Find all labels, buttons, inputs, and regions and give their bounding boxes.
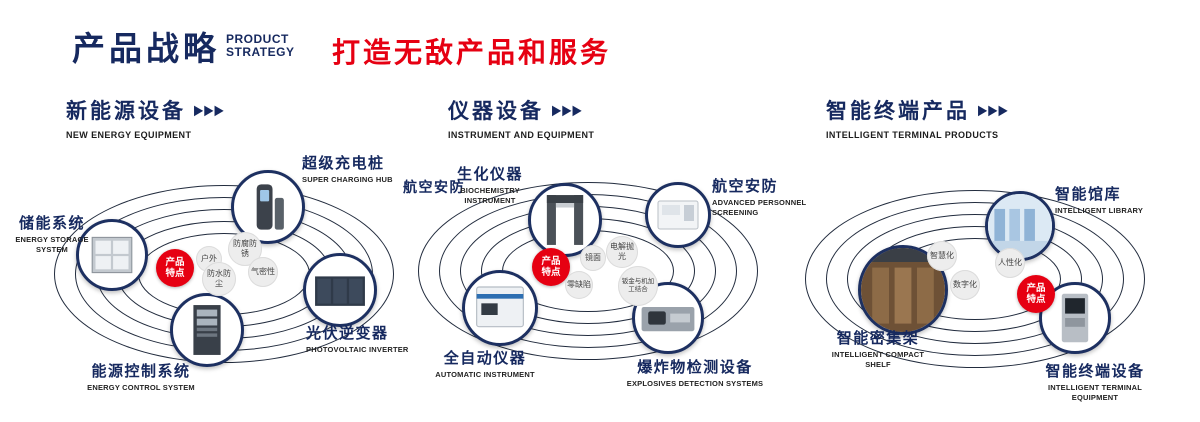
section-title: 仪器设备 <box>448 100 544 123</box>
section-title: 新能源设备 <box>66 100 186 123</box>
product-features-badge: 产品特点 <box>532 248 570 286</box>
product-name: 爆炸物检测设备 <box>637 359 753 376</box>
product-name-en: AUTOMATIC INSTRUMENT <box>435 370 535 379</box>
orbit-ring <box>847 214 1103 344</box>
feature-label: 零缺陷 <box>567 280 591 290</box>
feature-label: 防腐防锈 <box>233 239 257 258</box>
feature-label: 户外 <box>200 254 217 264</box>
energy-storage-photo <box>91 236 133 274</box>
product-circle-super-charging-hub <box>231 170 305 244</box>
product-name: 全自动仪器 <box>443 350 527 367</box>
slogan: 打造无敌产品和服务 <box>332 37 612 68</box>
product-name-en: ENERGY CONTROL SYSTEM <box>87 383 195 392</box>
section-subtitle: NEW ENERGY EQUIPMENT <box>66 130 192 140</box>
feature-label: 智慧化 <box>930 251 954 261</box>
feature-bubble: 防水防尘 <box>202 262 236 296</box>
product-label-super-charging-hub: 超级充电桩 SUPER CHARGING HUB <box>302 152 412 185</box>
product-name: 智能密集架 <box>836 330 920 347</box>
product-circle-energy-storage <box>76 219 148 291</box>
product-label-energy-storage: 储能系统 ENERGY STORAGE SYSTEM <box>8 212 96 255</box>
orbit-ring <box>418 182 758 360</box>
feature-bubble: 气密性 <box>248 257 278 287</box>
product-label-biochemistry-instrument: 生化仪器 BIOCHEMISTRY INSTRUMENT <box>452 163 528 206</box>
photovoltaic-inverter-photo <box>315 276 365 306</box>
product-circle-personnel-screening <box>645 182 711 248</box>
feature-bubble: 镜面 <box>580 245 606 271</box>
badge-label: 产品特点 <box>1026 282 1046 305</box>
screening-machine-photo <box>657 200 699 230</box>
product-label-intelligent-terminal-equipment: 智能终端设备 INTELLIGENT TERMINAL EQUIPMENT <box>1025 360 1165 403</box>
badge-label: 产品特点 <box>541 255 561 278</box>
product-name-en: EXPLOSIVES DETECTION SYSTEMS <box>626 379 764 388</box>
automatic-instrument-photo <box>476 286 524 328</box>
energy-control-system-photo <box>193 305 221 355</box>
feature-label: 钣金与机加工结合 <box>621 278 655 293</box>
page-title: 产品战略 <box>72 30 220 67</box>
product-label-intelligent-compact-shelf: 智能密集架 INTELLIGENT COMPACT SHELF <box>828 327 928 370</box>
product-features-badge: 产品特点 <box>1017 275 1055 313</box>
feature-label: 电解抛光 <box>609 242 634 261</box>
product-name: 智能馆库 <box>1055 186 1122 203</box>
feature-bubble: 零缺陷 <box>565 271 593 299</box>
product-circle-automatic-instrument <box>462 270 538 346</box>
product-name-en: BIOCHEMISTRY INSTRUMENT <box>460 186 520 205</box>
product-features-badge: 产品特点 <box>156 249 194 287</box>
page-subtitle-line2: STRATEGY <box>226 45 295 60</box>
page-subtitle: PRODUCT STRATEGY <box>226 32 295 60</box>
feature-bubble: 钣金与机加工结合 <box>618 266 658 306</box>
section-subtitle: INSTRUMENT AND EQUIPMENT <box>448 130 595 140</box>
feature-bubble: 电解抛光 <box>606 236 638 268</box>
feature-bubble: 智慧化 <box>927 241 957 271</box>
product-name: 智能终端设备 <box>1045 363 1145 380</box>
feature-label: 人性化 <box>998 258 1022 268</box>
super-charging-hub-photo <box>256 184 284 230</box>
feature-label: 气密性 <box>251 267 275 277</box>
side-label-aviation-security: 航空安防 <box>403 179 465 195</box>
orbit-ring <box>805 190 1145 368</box>
product-name-en: ADVANCED PERSONNEL SCREENING <box>712 198 807 217</box>
feature-label: 镜面 <box>584 253 601 263</box>
product-name-en: INTELLIGENT TERMINAL EQUIPMENT <box>1048 383 1142 402</box>
product-name-en: INTELLIGENT LIBRARY <box>1055 206 1144 215</box>
product-circle-intelligent-compact-shelf <box>858 245 948 335</box>
product-label-photovoltaic-inverter: 光伏逆变器 PHOTOVOLTAIC INVERTER <box>306 322 416 355</box>
product-name: 能源控制系统 <box>91 363 191 380</box>
product-name-en: INTELLIGENT COMPACT SHELF <box>831 350 925 369</box>
product-name: 航空安防 <box>712 178 779 195</box>
section-header-new-energy: 新能源设备 ▶▶▶ NEW ENERGY EQUIPMENT <box>66 95 225 140</box>
security-gate-photo <box>546 195 584 245</box>
product-label-intelligent-library: 智能馆库 INTELLIGENT LIBRARY <box>1055 183 1165 216</box>
intelligent-library-photo <box>988 194 1052 258</box>
section-subtitle: INTELLIGENT TERMINAL PRODUCTS <box>826 130 999 140</box>
section-title: 智能终端产品 <box>826 100 970 123</box>
triple-arrow-icon: ▶▶▶ <box>194 101 225 119</box>
badge-label: 产品特点 <box>165 256 185 279</box>
product-circle-energy-control-system <box>170 293 244 367</box>
product-name: 生化仪器 <box>456 166 523 183</box>
triple-arrow-icon: ▶▶▶ <box>978 101 1009 119</box>
product-name-en: PHOTOVOLTAIC INVERTER <box>306 345 409 354</box>
product-circle-photovoltaic-inverter <box>303 253 377 327</box>
feature-bubble: 人性化 <box>995 248 1025 278</box>
product-name-en: ENERGY STORAGE SYSTEM <box>15 235 89 254</box>
product-name: 超级充电桩 <box>302 155 385 172</box>
product-label-explosives-detection: 爆炸物检测设备 EXPLOSIVES DETECTION SYSTEMS <box>620 356 770 389</box>
product-name-en: SUPER CHARGING HUB <box>302 175 393 184</box>
feature-bubble: 数字化 <box>950 270 980 300</box>
page-subtitle-line1: PRODUCT <box>226 32 289 46</box>
triple-arrow-icon: ▶▶▶ <box>552 101 583 119</box>
feature-label: 数字化 <box>953 280 977 290</box>
product-label-automatic-instrument: 全自动仪器 AUTOMATIC INSTRUMENT <box>425 347 545 380</box>
orbit-ring <box>826 202 1124 356</box>
product-name: 储能系统 <box>18 215 85 232</box>
terminal-kiosk-photo <box>1061 293 1089 343</box>
product-circle-intelligent-library <box>985 191 1055 261</box>
section-header-intelligent-terminal: 智能终端产品 ▶▶▶ INTELLIGENT TERMINAL PRODUCTS <box>826 95 1009 140</box>
product-name: 光伏逆变器 <box>306 325 389 342</box>
product-label-personnel-screening: 航空安防 ADVANCED PERSONNEL SCREENING <box>712 175 807 218</box>
product-label-energy-control-system: 能源控制系统 ENERGY CONTROL SYSTEM <box>76 360 206 393</box>
explosives-detector-photo <box>641 307 695 332</box>
feature-label: 防水防尘 <box>207 269 231 288</box>
section-header-instruments: 仪器设备 ▶▶▶ INSTRUMENT AND EQUIPMENT <box>448 95 594 140</box>
